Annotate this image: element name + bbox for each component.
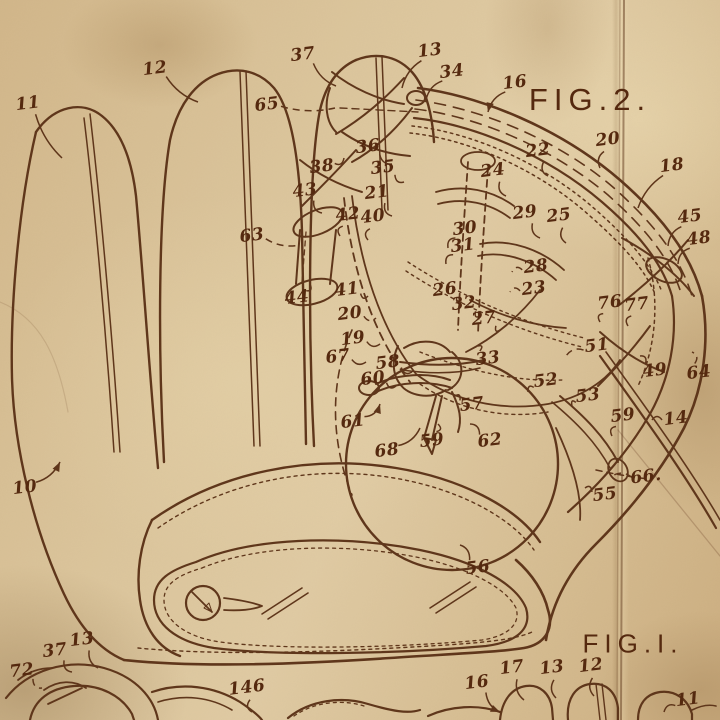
fig2-heading: FIG.2. bbox=[528, 82, 652, 117]
fig1-heading: FIG.I. bbox=[582, 628, 684, 659]
fig3-heading: FIG.3. bbox=[278, 716, 386, 720]
